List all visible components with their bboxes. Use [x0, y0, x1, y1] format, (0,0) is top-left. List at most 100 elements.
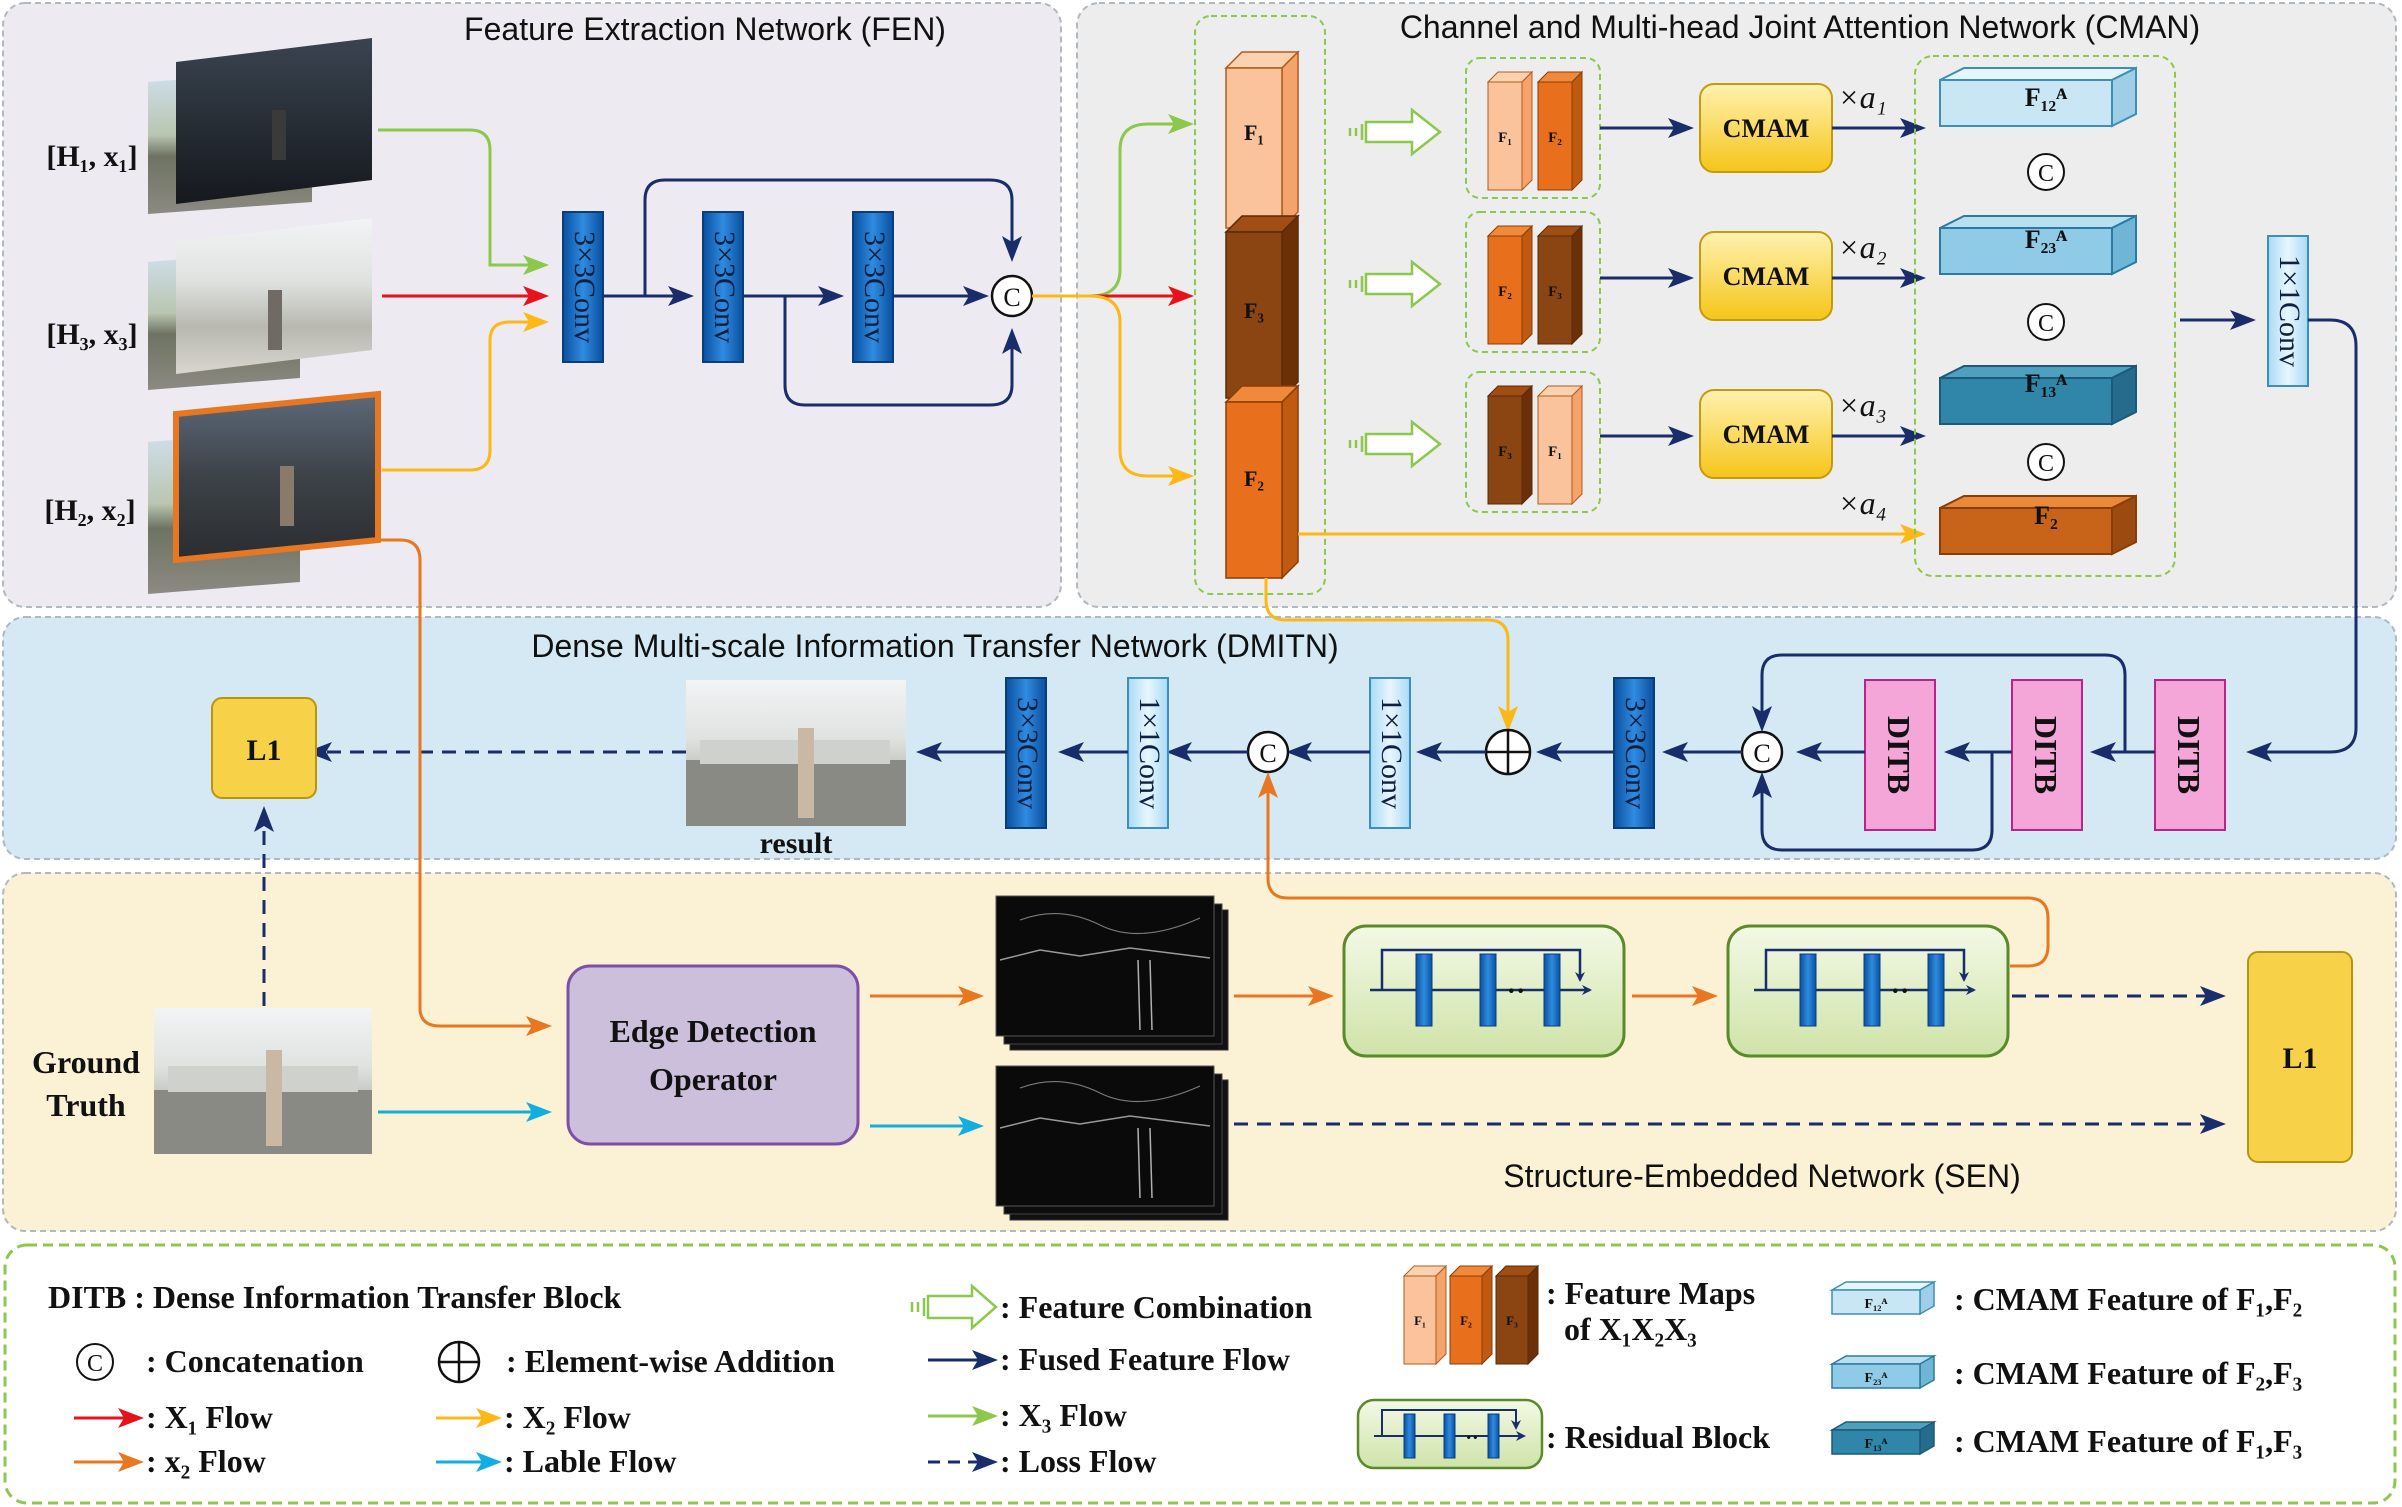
feature-block-f2: F₂ — [1224, 384, 1300, 580]
weight-a4: ×a₄ — [1838, 485, 1887, 521]
svg-text:C: C — [1753, 739, 1770, 768]
x2-lower-flow-arrow — [378, 538, 552, 1036]
dmitn-conv3-left: 3×3Conv — [1005, 677, 1047, 829]
svg-text:Operator: Operator — [649, 1061, 777, 1097]
svg-text:F₂₃ᴬ: F₂₃ᴬ — [2025, 225, 2068, 254]
legend-x2-lower: : x₂ Flow — [146, 1443, 266, 1479]
feature-block-f1: F₁ — [1224, 50, 1300, 230]
pair-1: F₁ F₂ — [1486, 70, 1584, 192]
svg-text:C: C — [2038, 311, 2054, 337]
svg-text:F₂: F₂ — [1498, 284, 1512, 300]
f2-to-addition-arrow — [1264, 578, 1518, 732]
x3-flow-arrow — [378, 128, 549, 275]
edge-map-stack-1 — [995, 895, 1229, 1051]
cmam-block-1: CMAM — [1699, 83, 1833, 173]
svg-text:1×1Conv: 1×1Conv — [2273, 255, 2306, 367]
legend-label: : Lable Flow — [504, 1443, 676, 1479]
concat-icon-a: C — [2027, 153, 2065, 191]
weight-a3: ×a₃ — [1838, 387, 1887, 423]
svg-text:··: ·· — [1891, 976, 1910, 1007]
ground-truth-label-2: Truth — [46, 1087, 126, 1123]
svg-text:C: C — [2038, 161, 2054, 187]
svg-text:3×3Conv: 3×3Conv — [568, 231, 601, 343]
x2-flow-arrow — [382, 312, 549, 472]
svg-text:CMAM: CMAM — [1723, 114, 1810, 143]
svg-text:F₁₃ᴬ: F₁₃ᴬ — [2025, 369, 2068, 398]
svg-text:F₂: F₂ — [2034, 501, 2058, 530]
ditb-block-2: DITB — [2011, 679, 2083, 831]
weight-a1: ×a₁ — [1838, 79, 1887, 115]
edge-map-stack-2 — [995, 1065, 1229, 1221]
attention-feature-f23: F₂₃ᴬ — [1939, 214, 2137, 276]
legend-feature-maps-icon: F₁ F₂ F₃ — [1402, 1264, 1540, 1366]
cmam-block-2: CMAM — [1699, 231, 1833, 321]
fen-skip-bottom — [783, 296, 1022, 407]
fen-conv-3: 3×3Conv — [852, 211, 894, 363]
legend-fused: : Fused Feature Flow — [1000, 1341, 1290, 1377]
input-label-2: [H₂, x₂] — [44, 494, 135, 527]
dmitn-conv1x1-left: 1×1Conv — [1127, 677, 1169, 829]
fen-to-f2-arrow — [1032, 294, 1194, 486]
svg-text:··: ·· — [1507, 976, 1526, 1007]
fen-concat-icon: C — [990, 274, 1034, 318]
svg-text:C: C — [2038, 451, 2054, 477]
pair-frame-f3-f1 — [1465, 371, 1601, 513]
svg-text:C: C — [1003, 283, 1020, 312]
legend-residual-block-icon: ·· — [1356, 1398, 1544, 1470]
dmitn-title: Dense Multi-scale Information Transfer N… — [531, 628, 1338, 664]
dmitn-concat-icon-left: C — [1246, 730, 1290, 774]
fen-conv-1: 3×3Conv — [562, 211, 604, 363]
sen-to-dmitn-concat-arrow — [1258, 772, 2050, 968]
svg-text:F₁: F₁ — [1548, 444, 1562, 460]
result-label: result — [760, 827, 833, 860]
svg-text:CMAM: CMAM — [1723, 262, 1810, 291]
svg-text:DITB: DITB — [2028, 716, 2064, 794]
ground-truth-image — [154, 1008, 372, 1154]
cman-to-dmitn-arrow — [2246, 318, 2358, 762]
svg-text:CMAM: CMAM — [1723, 420, 1810, 449]
attention-stack-frame — [1914, 55, 2176, 577]
residual-block-2: ·· — [1726, 924, 2010, 1058]
feature-combination-arrow-2 — [1348, 259, 1443, 309]
residual-block-1: ·· — [1342, 924, 1626, 1058]
svg-text:F₁: F₁ — [1414, 1313, 1426, 1328]
fen-skip-top — [643, 178, 1022, 296]
legend-ditb: DITB : Dense Information Transfer Block — [48, 1279, 622, 1315]
input-label-1: [H₁, x₁] — [46, 140, 137, 173]
legend-x1: : X₁ Flow — [146, 1399, 273, 1435]
concat-icon-c: C — [2027, 443, 2065, 481]
dmitn-conv3-right: 3×3Conv — [1613, 677, 1655, 829]
svg-text:L1: L1 — [246, 734, 281, 767]
legend-cm12-icon: F₁₂ᴬ — [1829, 1280, 1937, 1316]
ditb-block-1: DITB — [2154, 679, 2226, 831]
svg-text:F₁₂ᴬ: F₁₂ᴬ — [1865, 1297, 1888, 1312]
attention-feature-f12: F₁₂ᴬ — [1939, 66, 2137, 128]
svg-text:3×3Conv: 3×3Conv — [858, 231, 891, 343]
fen-conv-2: 3×3Conv — [702, 211, 744, 363]
svg-text:F₁: F₁ — [1244, 120, 1264, 145]
dmitn-concat-icon-right: C — [1740, 730, 1784, 774]
cman-conv1x1: 1×1Conv — [2267, 235, 2309, 387]
legend-cm13: : CMAM Feature of F₁,F₃ — [1954, 1423, 2302, 1459]
attention-feature-f13: F₁₃ᴬ — [1939, 364, 2137, 426]
feature-block-f3: F₃ — [1224, 214, 1300, 400]
cman-title: Channel and Multi-head Joint Attention N… — [1400, 9, 2200, 45]
legend-cm23: : CMAM Feature of F₂,F₃ — [1954, 1355, 2302, 1391]
result-image — [686, 680, 906, 826]
svg-text:C: C — [1259, 739, 1276, 768]
svg-text:DITB: DITB — [1881, 716, 1917, 794]
legend-x3: : X₃ Flow — [1000, 1397, 1127, 1433]
legend-cm23-icon: F₂₃ᴬ — [1829, 1354, 1937, 1390]
ditb-dense-skip-bottom — [1752, 752, 1994, 852]
feature-combination-arrow-3 — [1348, 419, 1443, 469]
weight-a2: ×a₂ — [1838, 229, 1887, 265]
legend-combination-icon — [910, 1283, 998, 1331]
svg-text:F₂: F₂ — [1244, 466, 1264, 491]
element-wise-addition-icon — [1484, 728, 1532, 776]
sen-title: Structure-Embedded Network (SEN) — [1503, 1158, 2021, 1194]
attention-feature-f2: F₂ — [1939, 494, 2137, 556]
svg-text:F₃: F₃ — [1244, 298, 1264, 323]
legend-add: : Element-wise Addition — [506, 1343, 835, 1379]
